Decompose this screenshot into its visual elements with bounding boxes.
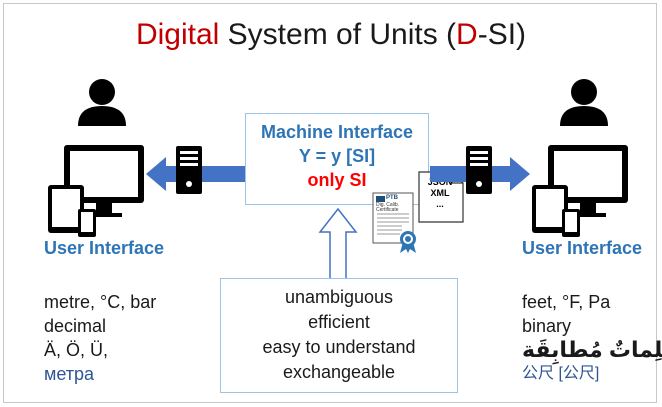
machine-interface-box: Machine Interface Y = y [SI] only SI	[245, 113, 429, 205]
property-item: efficient	[308, 312, 370, 332]
right-unit-line: feet, °F, Pa	[522, 292, 611, 312]
left-unit-line: decimal	[44, 316, 107, 336]
properties-box: unambiguous efficient easy to understand…	[220, 278, 458, 393]
right-unit-line: binary	[522, 316, 572, 336]
left-user-interface-label: User Interface	[44, 238, 165, 258]
right-unit-line: كَلِماتٌ مُطابِقَة	[522, 337, 662, 362]
title-si: -SI)	[477, 18, 527, 51]
seal-icon	[400, 231, 416, 253]
machine-interface-only-si: only SI	[307, 170, 367, 190]
right-user-interface-label: User Interface	[522, 238, 643, 258]
json-xml-document: JSON XML ...	[418, 171, 464, 223]
ellipsis-text: ...	[436, 199, 444, 209]
right-user-icon	[560, 79, 608, 126]
property-item: easy to understand	[262, 337, 416, 357]
left-server-icon	[176, 146, 202, 194]
right-units-list: feet, °F, Pa binary كَلِماتٌ مُطابِقَة 公…	[522, 290, 662, 386]
machine-interface-title: Machine Interface	[260, 122, 414, 142]
calibration-certificate: PTB Dig. Calib. Certificate	[372, 192, 418, 253]
diagram-title: Digital System of Units (D-SI)	[0, 18, 662, 52]
right-server-icon	[466, 146, 492, 194]
property-item: unambiguous	[284, 287, 394, 307]
machine-interface-formula: Y = y [SI]	[298, 146, 376, 166]
certificate-text: Dig. Calib. Certificate	[376, 202, 400, 213]
left-unit-line: метра	[44, 364, 95, 384]
up-arrow	[318, 207, 358, 280]
right-unit-line: 公尺 [公尺]	[522, 365, 600, 382]
left-devices-icon	[48, 145, 144, 237]
right-devices-icon	[532, 145, 628, 237]
title-digital: Digital	[135, 18, 220, 51]
title-system-of-units: System of Units (	[219, 18, 457, 51]
title-d: D	[456, 18, 478, 51]
xml-text: XML	[430, 188, 450, 198]
ptb-logo: PTB	[386, 195, 398, 201]
left-units-list: metre, °C, bar decimal Ä, Ö, Ü, метра	[44, 290, 156, 386]
left-unit-line: Ä, Ö, Ü,	[44, 340, 109, 360]
left-unit-line: metre, °C, bar	[44, 292, 157, 312]
property-item: exchangeable	[282, 362, 396, 382]
left-user-icon	[78, 79, 126, 126]
